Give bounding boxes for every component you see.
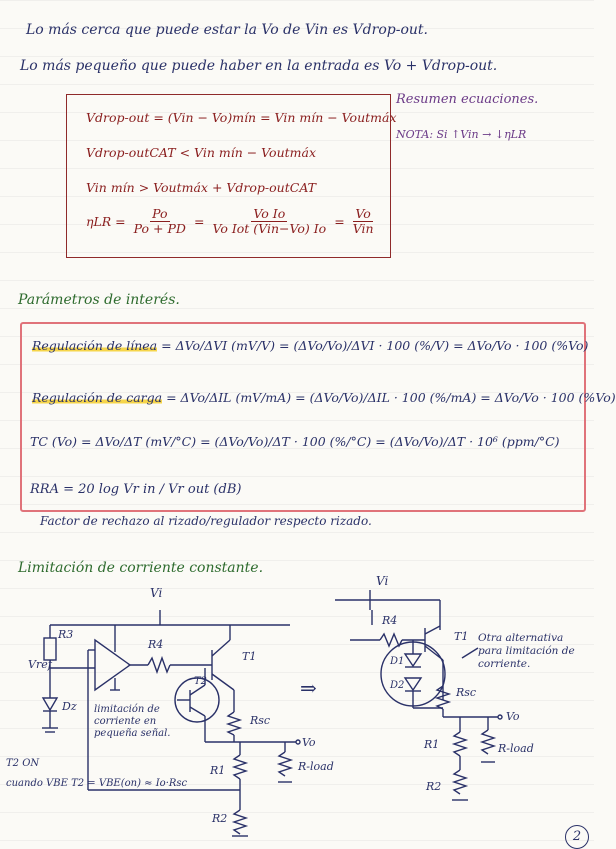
right-r4-label: R4 [382, 614, 398, 627]
implies-arrow: ⇒ [300, 676, 317, 700]
eff-frac-2-num: Vo Io [251, 206, 288, 222]
paper-lines [0, 0, 594, 848]
right-vi-label: Vi [376, 574, 389, 588]
eff-frac-3-num: Vo [353, 206, 373, 222]
intro-line-2: Lo más pequeño que puede haber en la ent… [20, 58, 498, 74]
load-regulation-row: Regulación de carga = ΔVo/ΔIL (mV/mA) = … [32, 390, 616, 405]
eff-frac-2-den: Vo Iot (Vin−Vo) Io [212, 220, 327, 236]
load-regulation-label: Regulación de carga [32, 390, 163, 405]
left-dz-label: Dz [62, 700, 77, 713]
t2-on-condition: cuando VBE T2 = VBE(on) ≈ Io·Rsc [6, 778, 188, 789]
line-regulation-row: Regulación de línea = ΔVo/ΔVI (mV/V) = (… [32, 338, 588, 353]
right-d1-label: D1 [390, 656, 405, 667]
summary-eq-4: ηLR = Po Po + PD = Vo Io Vo Iot (Vin−Vo)… [86, 207, 378, 236]
right-t1-label: T1 [454, 630, 469, 643]
summary-box [66, 94, 391, 258]
eff-frac-1-den: Po + PD [133, 220, 186, 236]
eff-frac-3: Vo Vin [351, 207, 376, 236]
load-regulation-eq: = ΔVo/ΔIL (mV/mA) = (ΔVo/Vo)/ΔIL · 100 (… [166, 390, 616, 405]
eq-sign: = [334, 213, 345, 229]
line-regulation-label: Regulación de línea [32, 338, 158, 353]
limitation-heading: Limitación de corriente constante. [18, 560, 264, 576]
left-vi-label: Vi [150, 586, 163, 600]
right-vo-label: Vo [506, 710, 520, 723]
right-r1-label: R1 [424, 738, 440, 751]
right-alt-note: Otra alternativa para limitación de corr… [478, 632, 575, 671]
eff-frac-3-den: Vin [352, 220, 374, 236]
left-t1-label: T1 [242, 650, 257, 663]
left-r3-label: R3 [58, 628, 74, 641]
left-vo-label: Vo [302, 736, 316, 749]
params-heading: Parámetros de interés. [18, 292, 180, 308]
right-rsc-label: Rsc [456, 686, 477, 699]
eff-frac-2: Vo Io Vo Iot (Vin−Vo) Io [210, 207, 328, 236]
tc-row: TC (Vo) = ΔVo/ΔT (mV/°C) = (ΔVo/Vo)/ΔT ·… [30, 434, 560, 449]
summary-eq-2: Vdrop-outCAT < Vin mín − Voutmáx [86, 145, 317, 160]
summary-eq-1: Vdrop-out = (Vin − Vo)mín = Vin mín − Vo… [86, 110, 397, 125]
left-t2-label: T2 [194, 676, 208, 687]
summary-note: NOTA: Si ↑Vin → ↓ηLR [396, 128, 527, 141]
rra-row: RRA = 20 log Vr in / Vr out (dB) [30, 482, 242, 497]
summary-label: Resumen ecuaciones. [396, 92, 539, 107]
left-rload-label: R-load [298, 760, 334, 773]
circuit-diagrams [41, 590, 503, 837]
eff-lhs: ηLR = [86, 213, 126, 229]
params-box [20, 322, 586, 512]
right-d2-label: D2 [390, 680, 405, 691]
page-number: 2 [565, 825, 589, 849]
t2-on-label: T2 ON [6, 758, 40, 769]
left-r2-label: R2 [212, 812, 228, 825]
left-note: limitación de corriente en pequeña señal… [94, 704, 171, 739]
line-regulation-eq: = ΔVo/ΔVI (mV/V) = (ΔVo/Vo)/ΔVI · 100 (%… [161, 338, 589, 353]
summary-eq-3: Vin mín > Voutmáx + Vdrop-outCAT [86, 180, 317, 195]
eq-sign: = [193, 213, 205, 229]
eff-frac-1-num: Po [150, 206, 170, 222]
left-r4-label: R4 [148, 638, 164, 651]
right-r2-label: R2 [426, 780, 442, 793]
left-rsc-label: Rsc [250, 714, 271, 727]
intro-line-1: Lo más cerca que puede estar la Vo de Vi… [26, 22, 428, 38]
left-vref-label: Vref [28, 658, 52, 671]
eff-frac-1: Po Po + PD [132, 207, 188, 236]
right-rload-label: R-load [498, 742, 534, 755]
left-r1-label: R1 [210, 764, 226, 777]
rra-note: Factor de rechazo al rizado/regulador re… [40, 514, 372, 528]
